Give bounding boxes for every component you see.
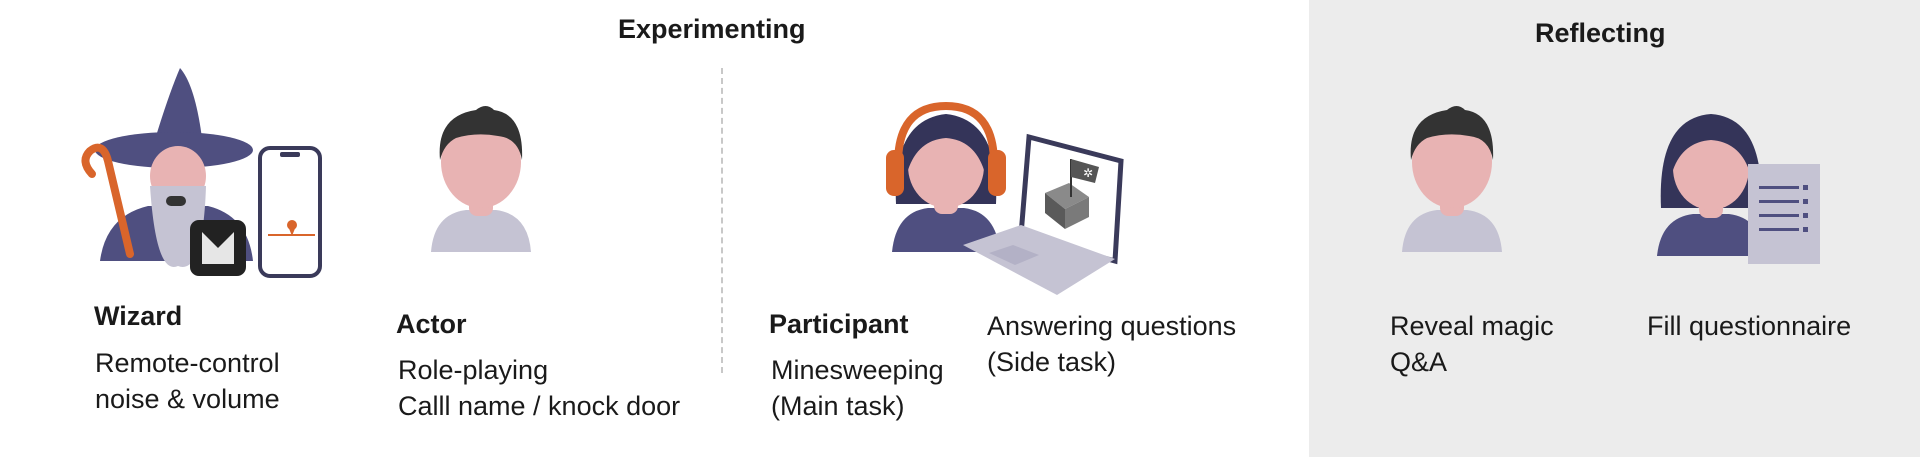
participant-description: Minesweeping (Main task) — [771, 352, 944, 424]
wizard-icon — [78, 66, 328, 281]
reveal-person-icon — [1397, 102, 1507, 257]
reveal-desc-line: Q&A — [1390, 347, 1448, 377]
reveal-desc-line: Reveal magic — [1390, 311, 1554, 341]
wizard-title: Wizard — [94, 301, 183, 331]
wizard-desc-line: noise & volume — [95, 384, 280, 414]
side-task-desc-line: Answering questions — [987, 311, 1237, 341]
side-task-desc-line: (Side task) — [987, 347, 1117, 377]
actor-person-icon — [426, 102, 536, 257]
laptop-minesweeper-icon: ✲ — [955, 133, 1125, 298]
questionnaire-icon — [1655, 108, 1825, 268]
participant-headphones-icon — [882, 100, 1010, 256]
participant-desc-line: (Main task) — [771, 391, 905, 421]
side-task-description: Answering questions (Side task) — [987, 308, 1236, 380]
actor-title: Actor — [396, 309, 467, 339]
wizard-description: Remote-control noise & volume — [95, 345, 280, 417]
reveal-description: Reveal magic Q&A — [1390, 308, 1554, 380]
questionnaire-desc-line: Fill questionnaire — [1647, 311, 1852, 341]
svg-text:✲: ✲ — [1083, 166, 1093, 180]
actor-description: Role-playing Calll name / knock door — [398, 352, 680, 424]
reflecting-title: Reflecting — [1535, 18, 1666, 48]
questionnaire-description: Fill questionnaire — [1647, 308, 1851, 344]
wizard-desc-line: Remote-control — [95, 348, 280, 378]
experimenting-title: Experimenting — [618, 14, 806, 44]
participant-desc-line: Minesweeping — [771, 355, 944, 385]
actor-desc-line: Calll name / knock door — [398, 391, 681, 421]
participant-title: Participant — [769, 309, 909, 339]
phase-divider — [721, 68, 723, 373]
actor-desc-line: Role-playing — [398, 355, 549, 385]
